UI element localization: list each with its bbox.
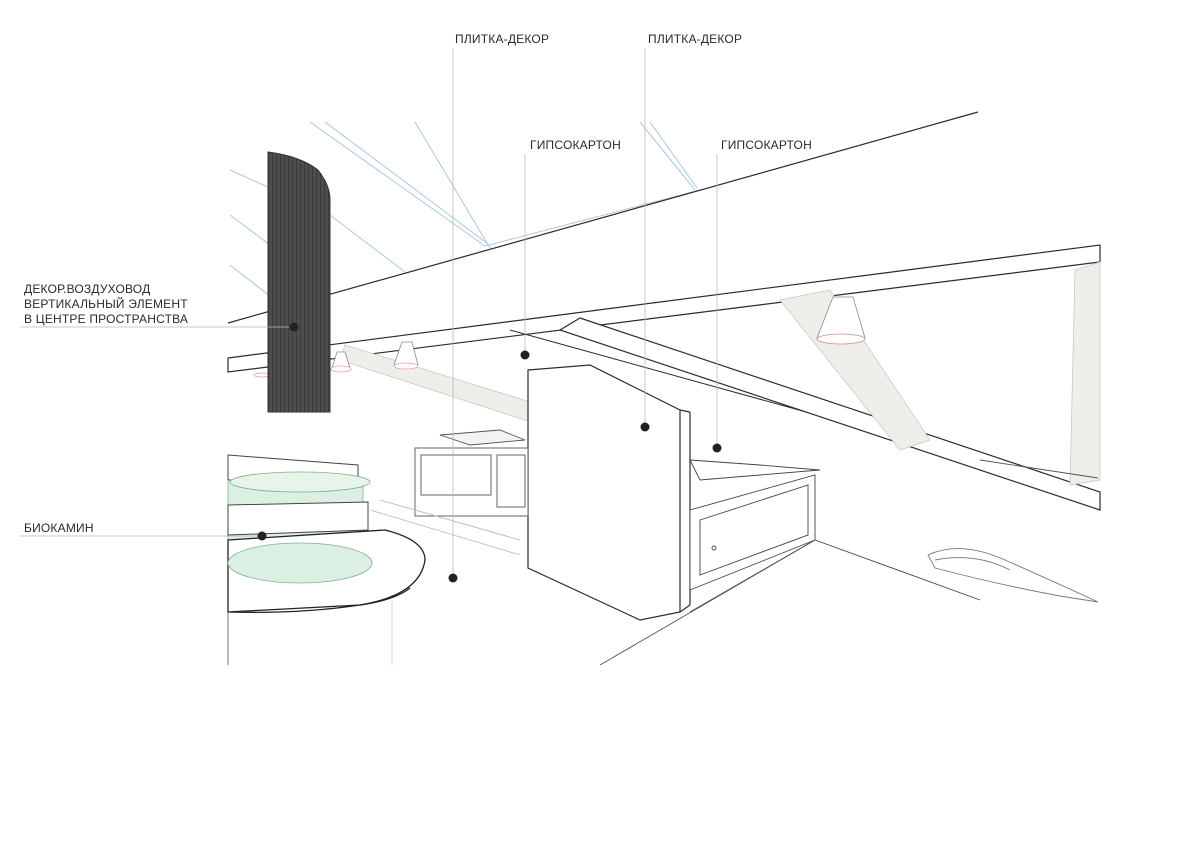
decor-air-duct [267,151,331,413]
label-air-duct-line-3: В ЦЕНТРЕ ПРОСТРАНСТВА [24,312,189,326]
dot-tile-decor-2 [640,422,650,432]
label-tile-decor-1: ПЛИТКА-ДЕКОР [455,32,550,46]
leader-lines [20,48,718,578]
leader-dots [257,322,722,583]
label-biofireplace: БИОКАМИН [24,521,94,535]
bio-fireplace [227,454,426,665]
dot-drywall-1 [520,350,530,360]
drywall-partitions [527,364,691,621]
bench-drawer [689,459,981,613]
dot-air-duct [289,322,299,332]
label-tile-decor-2: ПЛИТКА-ДЕКОР [648,32,743,46]
floor-lines [599,459,1099,666]
ceiling-tile-lines [229,121,701,301]
ceiling-lights [253,296,866,378]
label-air-duct-line-2: ВЕРТИКАЛЬНЫЙ ЭЛЕМЕНТ [24,297,188,311]
label-drywall-2: ГИПСОКАРТОН [721,138,812,152]
dot-tile-decor-1 [448,573,458,583]
label-drywall-1: ГИПСОКАРТОН [530,138,621,152]
dot-drywall-2 [712,443,722,453]
floor-cushion [927,548,1099,603]
label-air-duct: ДЕКОР.ВОЗДУХОВОД ВЕРТИКАЛЬНЫЙ ЭЛЕМЕНТ В … [24,282,188,327]
label-air-duct-line-1: ДЕКОР.ВОЗДУХОВОД [24,282,151,296]
back-dresser [369,429,529,556]
dot-biofireplace [257,531,267,541]
